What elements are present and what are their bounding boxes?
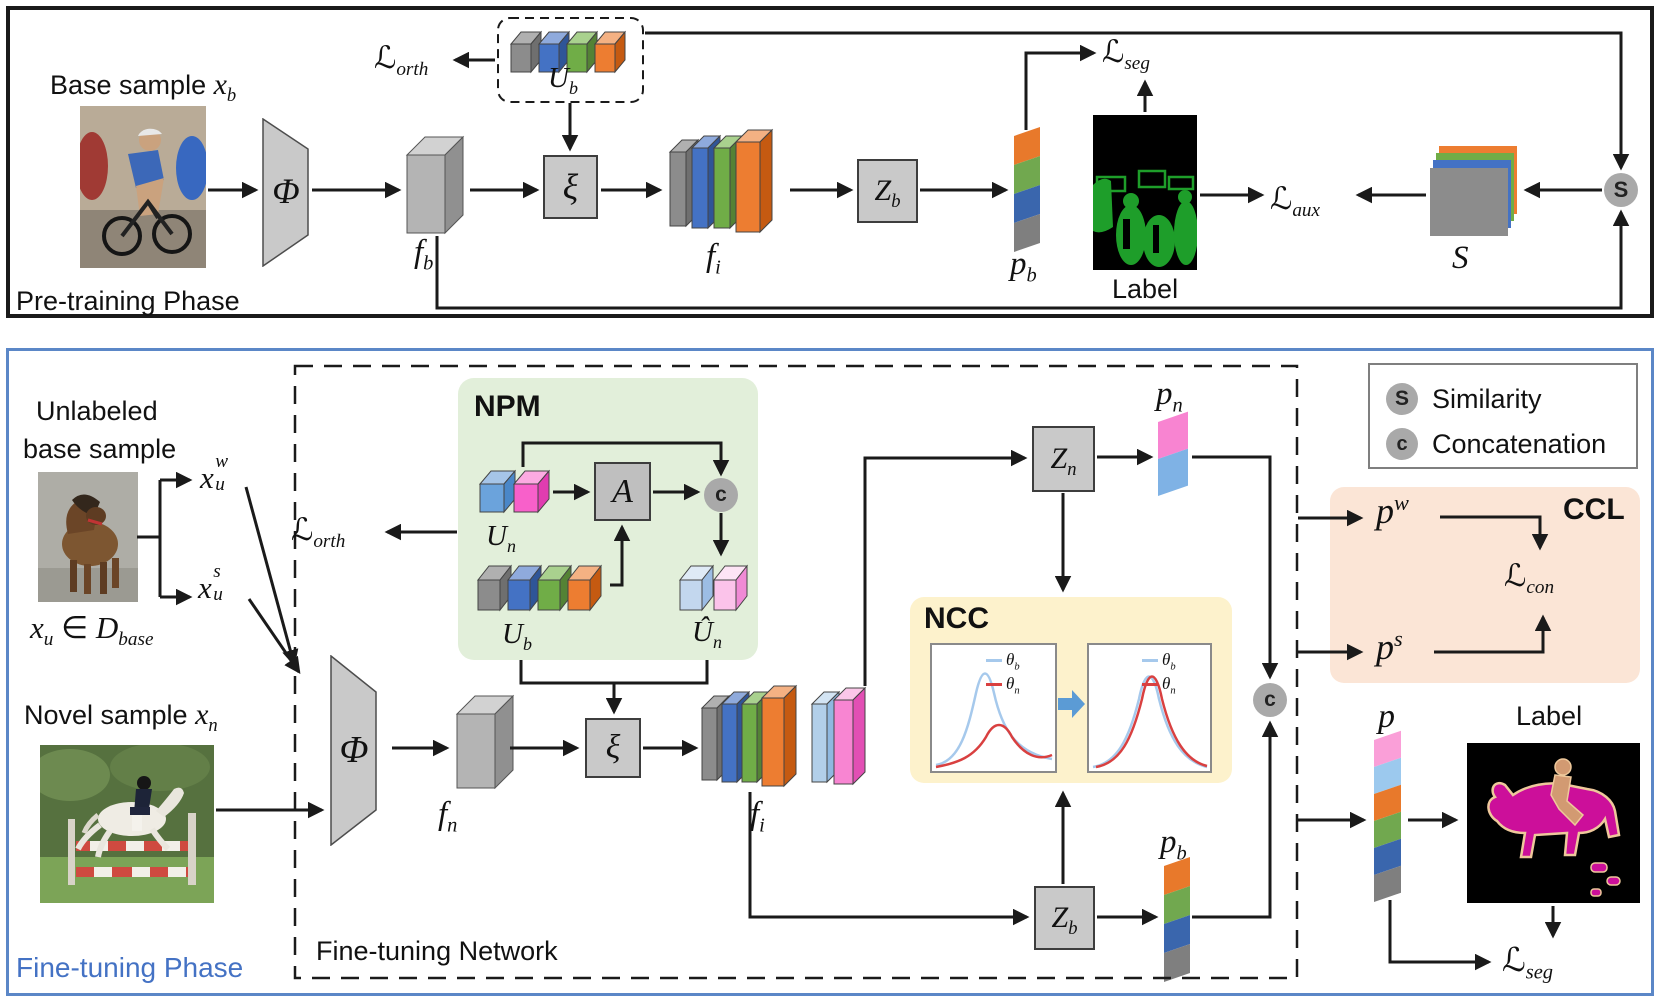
- base-sample-photo: [80, 106, 206, 268]
- legend-concatenation-icon: c: [1386, 428, 1418, 460]
- finetune-pb-stack: [1164, 857, 1190, 982]
- loss-con-label: ℒcon: [1504, 558, 1555, 599]
- ps-label: ps: [1376, 626, 1403, 667]
- base-sample-label: Base sample xb: [50, 68, 237, 106]
- pretrain-panel: [6, 6, 1654, 318]
- finetune-loss-seg-label: ℒseg: [1502, 940, 1554, 984]
- npm-unhat-bars: [678, 564, 749, 612]
- p-stack: [1374, 730, 1401, 902]
- finetune-xi-box: ξ: [585, 718, 641, 778]
- feature-fn-slab: [455, 694, 515, 789]
- npm-ub-bars: [476, 564, 603, 612]
- pn-label: pn: [1156, 376, 1183, 417]
- novel-sample-label: Novel sample xn: [24, 698, 218, 736]
- pn-stack: [1158, 411, 1188, 496]
- pretrain-ub-label: Ub: [548, 62, 578, 98]
- similarity-maps-stack: [1430, 146, 1517, 236]
- ncc-legend2-theta-b: θb: [1142, 650, 1176, 672]
- pretrain-loss-orth-label: ℒorth: [374, 40, 429, 81]
- p-label: p: [1378, 698, 1395, 735]
- pretrain-encoder-symbol: Φ: [272, 171, 300, 211]
- pretrain-xi-box: ξ: [543, 155, 598, 219]
- finetune-label-caption: Label: [1516, 701, 1583, 731]
- npm-title: NPM: [474, 390, 541, 423]
- xu-membership-label: xu ∈ Dbase: [30, 610, 154, 651]
- concat-node: c: [1253, 683, 1287, 717]
- finetune-fi-label: fi: [750, 796, 765, 837]
- fn-label: fn: [438, 796, 458, 837]
- ncc-before-plot: [930, 643, 1057, 773]
- legend-similarity-label: Similarity: [1432, 384, 1542, 414]
- finetune-loss-orth-label: ℒorth: [291, 512, 346, 553]
- pretrain-label-caption: Label: [1112, 274, 1179, 304]
- npm-ub-label: Ub: [502, 618, 532, 654]
- npm-un-label: Un: [486, 520, 516, 556]
- ncc-transform-arrow: [1058, 690, 1085, 718]
- legend-concatenation-label: Concatenation: [1432, 429, 1607, 459]
- unlabeled-sample-label-line2: base sample: [23, 434, 177, 464]
- finetune-network-label: Fine-tuning Network: [316, 936, 558, 966]
- finetune-fi-stack: [700, 684, 867, 788]
- ncc-legend2-theta-n: θn: [1142, 674, 1176, 696]
- npm-unhat-label: Ûn: [692, 616, 722, 652]
- finetune-phase-title: Fine-tuning Phase: [16, 952, 244, 983]
- pw-label: pw: [1376, 490, 1409, 531]
- similarity-maps-label: S: [1452, 240, 1469, 276]
- npm-attention-box: A: [594, 462, 651, 521]
- finetune-pb-label: pb: [1160, 824, 1187, 865]
- pretrain-zb-box: Zb: [857, 159, 918, 223]
- ccl-title: CCL: [1563, 493, 1625, 526]
- pretrain-loss-seg-label: ℒseg: [1102, 34, 1150, 75]
- pretrain-pb-label: pb: [1010, 246, 1037, 287]
- npm-concat-node: c: [704, 478, 738, 512]
- npm-un-bars: [478, 469, 551, 514]
- pretrain-phase-title: Pre-training Phase: [16, 286, 240, 316]
- unlabeled-sample-photo: [38, 472, 138, 602]
- finetune-label-mask: [1467, 743, 1640, 903]
- pretrain-fb-label: fb: [414, 234, 434, 275]
- ncc-legend-theta-b: θb: [986, 650, 1020, 672]
- legend-similarity-icon: S: [1386, 383, 1418, 415]
- loss-aux-label: ℒaux: [1270, 181, 1321, 222]
- finetune-encoder-symbol: Φ: [339, 729, 369, 771]
- pretrain-encoder-trapezoid: [262, 118, 309, 267]
- pretrain-pb-stack: [1014, 127, 1040, 252]
- finetune-zb-box: Zb: [1034, 886, 1095, 950]
- feature-fb-slab: [405, 135, 465, 235]
- similarity-node: S: [1604, 173, 1638, 207]
- ncc-legend-theta-n: θn: [986, 674, 1020, 696]
- novel-sample-photo: [40, 745, 214, 903]
- finetune-panel: [6, 348, 1654, 996]
- unlabeled-sample-label-line1: Unlabeled: [36, 396, 158, 426]
- finetune-encoder-trapezoid: [330, 655, 377, 846]
- zn-box: Zn: [1032, 426, 1095, 492]
- pretrain-label-mask: [1093, 115, 1197, 270]
- ncc-after-plot: [1087, 643, 1212, 773]
- pretrain-fi-stack: [668, 128, 774, 234]
- pretrain-fi-label: fi: [706, 238, 721, 279]
- ncc-title: NCC: [924, 602, 989, 635]
